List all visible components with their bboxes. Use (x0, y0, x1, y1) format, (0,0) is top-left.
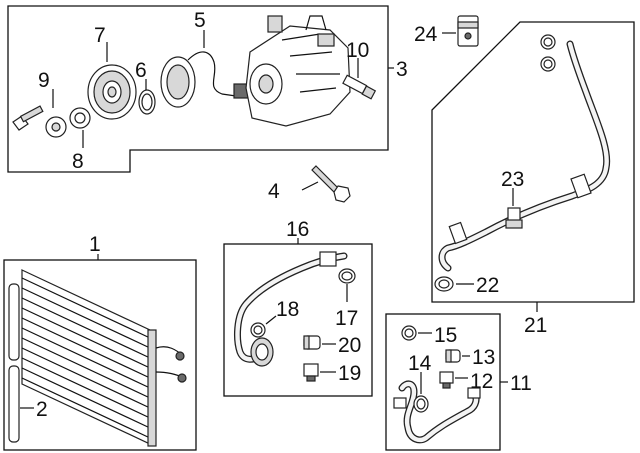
discharge-hose-part[interactable] (234, 251, 348, 367)
control-valve-part[interactable] (342, 74, 377, 100)
o-ring-22-part[interactable] (434, 276, 454, 292)
shim-part[interactable] (69, 107, 91, 129)
receiver-drier-part[interactable] (8, 283, 20, 443)
callout-2: 2 (36, 398, 48, 421)
callout-1: 1 (89, 233, 101, 256)
discharge-hose-group: 16 17 18 20 (223, 218, 373, 397)
o-ring-18-part[interactable] (250, 322, 266, 338)
compressor-part[interactable] (245, 15, 351, 127)
callout-16: 16 (286, 218, 309, 241)
cap-13-part[interactable] (445, 349, 461, 363)
cap-20-part[interactable] (303, 335, 321, 350)
field-coil-part[interactable] (160, 51, 249, 108)
compressor-group: 9 8 7 6 5 10 3 (7, 5, 408, 173)
callout-10: 10 (346, 39, 369, 62)
callout-21: 21 (524, 314, 547, 337)
callout-3: 3 (396, 58, 408, 81)
callout-23: 23 (501, 168, 524, 191)
service-valve-12-part[interactable] (439, 371, 454, 389)
callout-20: 20 (338, 334, 361, 357)
liquid-line-part[interactable] (393, 380, 481, 444)
service-valve-19-part[interactable] (303, 363, 319, 382)
condenser-group: 1 2 (3, 233, 197, 451)
callout-5: 5 (194, 9, 206, 32)
callout-17: 17 (335, 307, 358, 330)
mounting-bolt-part[interactable] (311, 165, 351, 203)
o-ring-upper-part[interactable] (540, 34, 556, 72)
snap-ring-part[interactable] (138, 89, 156, 115)
mounting-bolt-group: 4 (268, 165, 351, 203)
condenser-group-frame (3, 259, 197, 451)
callout-9: 9 (38, 69, 50, 92)
expansion-valve-part[interactable] (457, 15, 479, 47)
callout-14: 14 (408, 352, 432, 375)
suction-hose-group-frame (431, 21, 635, 303)
callout-4: 4 (268, 180, 280, 203)
clutch-bolt-part[interactable] (12, 105, 44, 131)
condenser-part[interactable] (21, 269, 187, 447)
callout-12: 12 (470, 370, 493, 393)
callout-19: 19 (338, 362, 361, 385)
liquid-line-group: 11 15 14 13 (385, 313, 532, 451)
suction-hose-part[interactable] (438, 40, 611, 272)
expansion-valve-group: 24 (414, 15, 479, 47)
clutch-pulley-part[interactable] (87, 64, 137, 120)
pressure-switch-part[interactable] (505, 207, 523, 229)
callout-11: 11 (510, 372, 532, 395)
compressor-group-frame (7, 5, 389, 173)
callout-18: 18 (276, 298, 299, 321)
o-ring-14-part[interactable] (413, 395, 429, 413)
callout-15: 15 (434, 324, 457, 347)
o-ring-15-part[interactable] (401, 325, 417, 341)
callout-13: 13 (472, 346, 495, 369)
callout-22: 22 (476, 274, 499, 297)
suction-hose-group: 23 22 21 (431, 21, 635, 337)
clutch-hub-part[interactable] (45, 116, 67, 138)
callout-7: 7 (94, 24, 106, 47)
callout-24: 24 (414, 23, 438, 46)
callout-8: 8 (72, 150, 84, 173)
callout-6: 6 (135, 59, 147, 82)
o-ring-17-part[interactable] (338, 268, 356, 284)
